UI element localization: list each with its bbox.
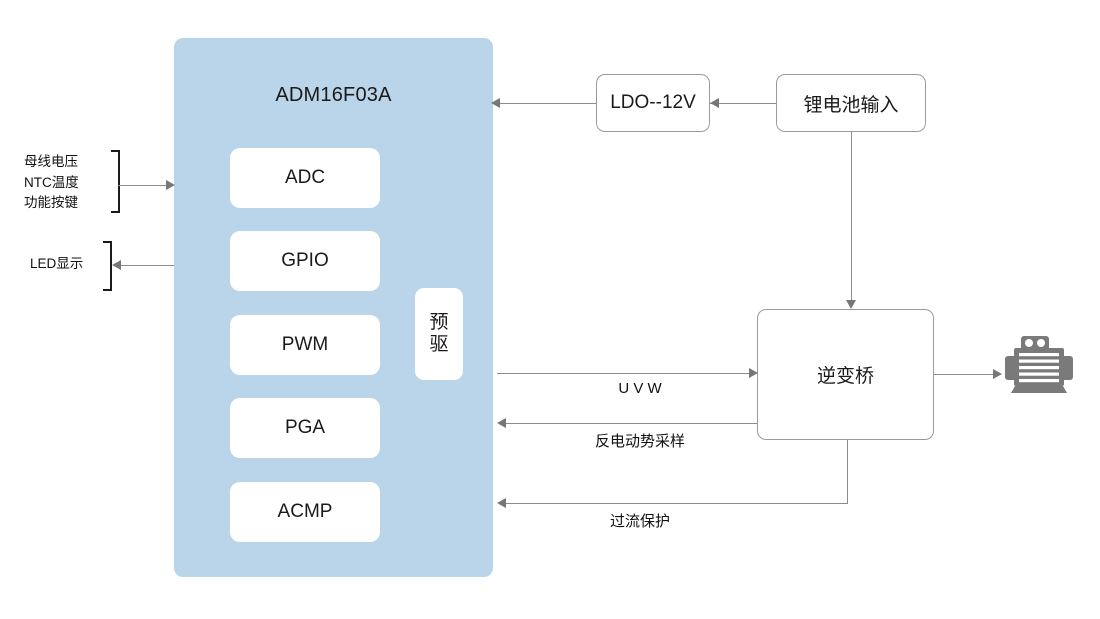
- mcu-title: ADM16F03A: [275, 84, 392, 106]
- block-battery[interactable]: 锂电池输入: [776, 74, 926, 132]
- arrowhead-ocp: [497, 498, 506, 508]
- arrowhead-mcu-to-led: [112, 260, 121, 270]
- predriver-line-1: 预: [429, 311, 449, 333]
- module-pwm[interactable]: PWM: [230, 315, 380, 375]
- output-label-led-display: LED显示: [30, 256, 84, 271]
- input-signal-labels: 母线电压 NTC温度 功能按键: [24, 152, 110, 214]
- predriver-line-2: 驱: [429, 334, 449, 355]
- module-adc[interactable]: ADC: [230, 148, 380, 208]
- block-ldo[interactable]: LDO--12V: [596, 74, 710, 132]
- connector-ocp-vertical: [847, 440, 848, 504]
- arrowhead-input-to-mcu: [166, 180, 175, 190]
- connector-ldo-to-mcu: [497, 103, 596, 104]
- arrowhead-inverter-to-motor: [993, 369, 1002, 379]
- input-label-ntc-temp: NTC温度: [24, 174, 79, 190]
- input-label-bus-voltage: 母线电压: [24, 154, 78, 169]
- arrowhead-battery-to-inverter: [846, 300, 856, 309]
- input-bracket: [111, 150, 120, 213]
- connector-mcu-to-led: [121, 265, 174, 266]
- signal-label-ocp: 过流保护: [609, 513, 670, 530]
- output-bracket: [103, 241, 112, 291]
- arrowhead-uvw: [749, 368, 758, 378]
- connector-input-to-mcu: [118, 185, 167, 186]
- signal-label-bemf: 反电动势采样: [594, 433, 685, 450]
- connector-uvw: [497, 373, 751, 374]
- motor-icon: [1003, 334, 1075, 396]
- block-inverter[interactable]: 逆变桥: [757, 309, 934, 440]
- signal-label-uvw: U V W: [618, 380, 662, 397]
- output-signal-labels: LED显示: [30, 254, 102, 275]
- connector-bemf: [503, 423, 757, 424]
- connector-battery-to-inverter: [851, 132, 852, 302]
- connector-ocp-horizontal: [503, 503, 848, 504]
- arrowhead-ldo-to-mcu: [491, 98, 500, 108]
- connector-battery-to-ldo: [710, 103, 776, 104]
- module-gpio[interactable]: GPIO: [230, 231, 380, 291]
- input-label-function-key: 功能按键: [24, 195, 78, 211]
- arrowhead-battery-to-ldo: [710, 98, 719, 108]
- connector-inverter-to-motor: [934, 374, 996, 375]
- module-pga[interactable]: PGA: [230, 398, 380, 458]
- module-acmp[interactable]: ACMP: [230, 482, 380, 542]
- module-predriver[interactable]: 预 驱: [415, 288, 463, 380]
- arrowhead-bemf: [497, 418, 506, 428]
